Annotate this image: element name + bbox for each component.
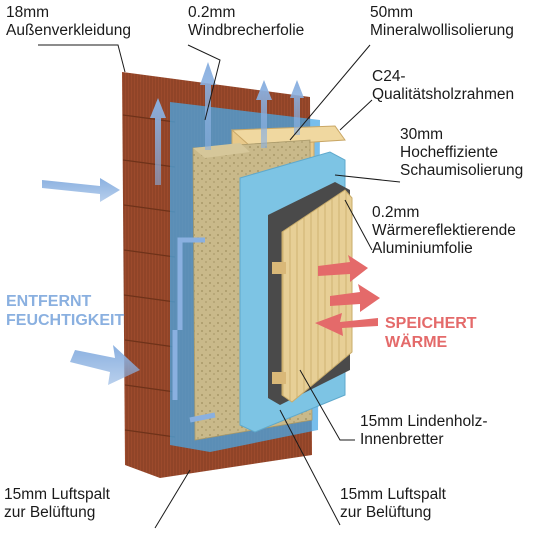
label-air-gap-left-line1: 15mm Luftspalt bbox=[4, 486, 110, 503]
label-mineral-wool-name: Mineralwollisolierung bbox=[370, 22, 514, 39]
label-foam-line2: Schaumisolierung bbox=[400, 162, 524, 179]
leader-timber-frame bbox=[339, 99, 373, 131]
moisture-flow-3 bbox=[189, 412, 216, 423]
callout-moisture-line1: ENTFERNT bbox=[6, 293, 92, 310]
label-foam-thickness: 30mm bbox=[400, 126, 444, 143]
leader-lines bbox=[38, 44, 401, 529]
label-air-gap-left-line2: zur Belüftung bbox=[4, 504, 96, 521]
moisture-arrow-in-2 bbox=[70, 345, 140, 385]
label-air-gap-left: 15mm Luftspalt zur Belüftung bbox=[4, 486, 110, 522]
label-foil: 0.2mm Wärmereflektierende Aluminiumfolie bbox=[372, 204, 516, 258]
leader-outer-cladding bbox=[38, 44, 126, 73]
moisture-arrow-up-4 bbox=[150, 98, 166, 185]
leader-air-gap-right bbox=[279, 409, 341, 526]
label-foil-thickness: 0.2mm bbox=[372, 204, 420, 221]
label-outer-cladding: 18mm Außenverkleidung bbox=[6, 4, 131, 40]
leader-mineral-wool bbox=[289, 44, 371, 141]
callout-heat: SPEICHERT WÄRME bbox=[385, 314, 477, 352]
moisture-arrow-up-3 bbox=[290, 80, 304, 135]
heat-arrow-2 bbox=[330, 284, 380, 312]
label-outer-cladding-thickness: 18mm bbox=[6, 4, 50, 21]
label-windbreaker: 0.2mm Windbrecherfolie bbox=[188, 4, 304, 40]
batten-lower bbox=[272, 372, 286, 384]
label-inner-boards-line1: 15mm Lindenholz- bbox=[360, 413, 488, 430]
leader-foam bbox=[334, 174, 401, 183]
callout-moisture-line2: FEUCHTIGKEIT bbox=[6, 312, 125, 329]
moisture-arrow-up-2 bbox=[256, 80, 272, 148]
label-timber-frame: C24- Qualitätsholzrahmen bbox=[372, 68, 514, 104]
label-air-gap-right-line1: 15mm Luftspalt bbox=[340, 486, 446, 503]
heat-arrows bbox=[315, 255, 380, 336]
moisture-flow-1 bbox=[177, 237, 205, 330]
heat-arrow-3 bbox=[315, 313, 378, 336]
label-foam-line1: Hocheffiziente bbox=[400, 144, 498, 161]
label-windbreaker-name: Windbrecherfolie bbox=[188, 22, 305, 39]
moisture-arrow-in-1 bbox=[42, 178, 120, 202]
cladding-board-lines bbox=[122, 114, 176, 438]
callout-moisture: ENTFERNT FEUCHTIGKEIT bbox=[6, 292, 124, 330]
label-timber-frame-name: Qualitätsholzrahmen bbox=[372, 86, 515, 103]
label-foam: 30mm Hocheffiziente Schaumisolierung bbox=[400, 126, 523, 180]
label-mineral-wool: 50mm Mineralwollisolierung bbox=[370, 4, 514, 40]
label-outer-cladding-name: Außenverkleidung bbox=[6, 22, 131, 39]
label-inner-boards: 15mm Lindenholz- Innenbretter bbox=[360, 413, 488, 449]
batten-upper bbox=[272, 262, 286, 274]
callout-heat-line2: WÄRME bbox=[385, 334, 448, 351]
leader-foil bbox=[344, 199, 373, 251]
label-windbreaker-thickness: 0.2mm bbox=[188, 4, 236, 21]
label-air-gap-right: 15mm Luftspalt zur Belüftung bbox=[340, 486, 446, 522]
callout-heat-line1: SPEICHERT bbox=[385, 315, 477, 332]
label-air-gap-right-line2: zur Belüftung bbox=[340, 504, 432, 521]
label-foil-line2: Aluminiumfolie bbox=[372, 240, 473, 257]
leader-inner-boards bbox=[299, 369, 355, 441]
heat-arrow-1 bbox=[318, 255, 368, 282]
label-timber-frame-grade: C24- bbox=[372, 68, 406, 85]
leader-windbreaker bbox=[187, 44, 221, 121]
inner-boards-layer bbox=[281, 189, 353, 403]
moisture-arrows bbox=[42, 62, 304, 423]
label-inner-boards-line2: Innenbretter bbox=[360, 431, 444, 448]
leader-air-gap-left bbox=[154, 469, 191, 529]
label-foil-line1: Wärmereflektierende bbox=[372, 222, 516, 239]
label-mineral-wool-thickness: 50mm bbox=[370, 4, 414, 21]
